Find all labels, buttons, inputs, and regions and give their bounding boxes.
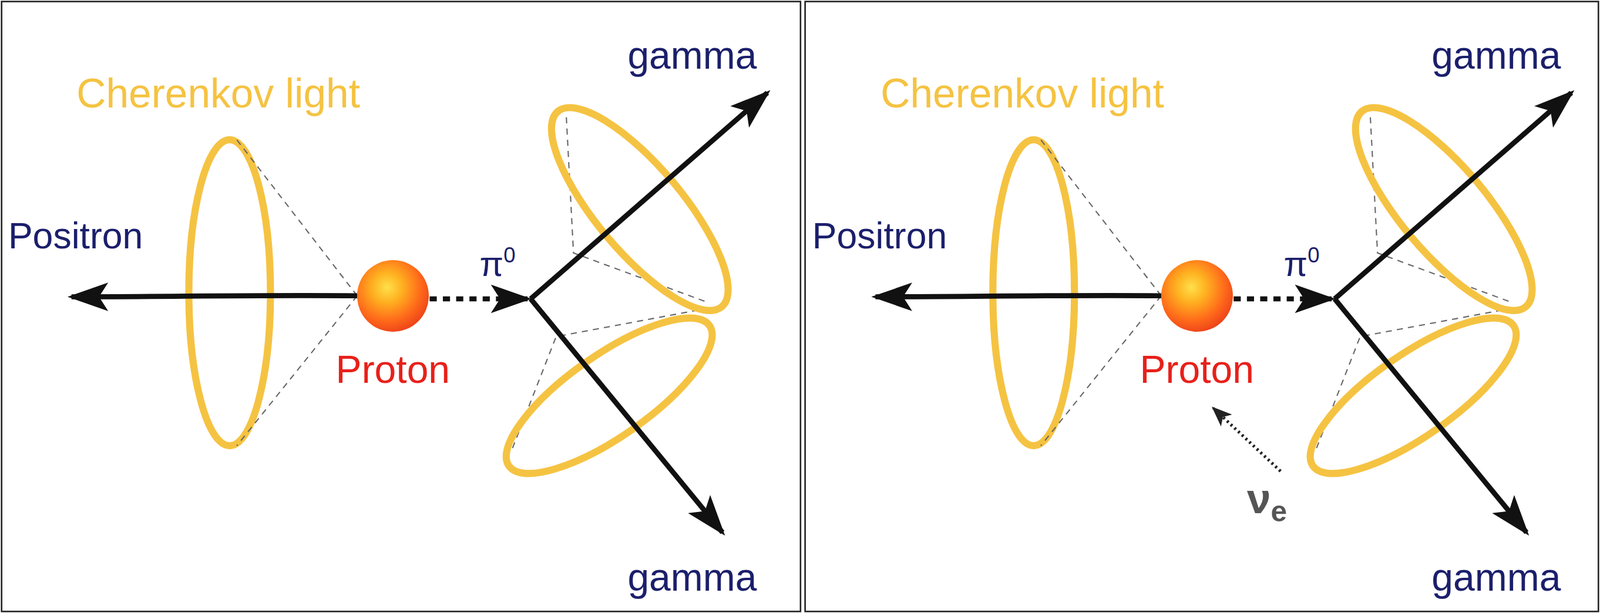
particle-label: gamma (627, 35, 757, 75)
particle-label: Proton (1140, 350, 1255, 389)
effect-label: Cherenkov light (880, 73, 1165, 114)
decay-illustration (875, 83, 1572, 533)
particle-label: νe (1246, 477, 1287, 527)
particle-label: π0 (479, 244, 516, 282)
particle-label: π0 (1283, 244, 1320, 282)
proton-circle: Proton (1161, 260, 1233, 332)
particle-label: Positron (8, 217, 143, 255)
particle-label: Positron (812, 217, 947, 255)
panel-border (1, 1, 801, 613)
panel-border (805, 1, 1599, 613)
effect-label: Cherenkov light (76, 73, 361, 114)
proton-circle: Proton (357, 260, 429, 332)
particle-label: Proton (335, 350, 450, 389)
particle-label: gamma (1431, 35, 1561, 75)
neutrino-arrow (1213, 408, 1282, 472)
particle-label: gamma (1431, 558, 1561, 597)
decay-illustration (71, 83, 768, 533)
particle-label: gamma (627, 558, 757, 597)
